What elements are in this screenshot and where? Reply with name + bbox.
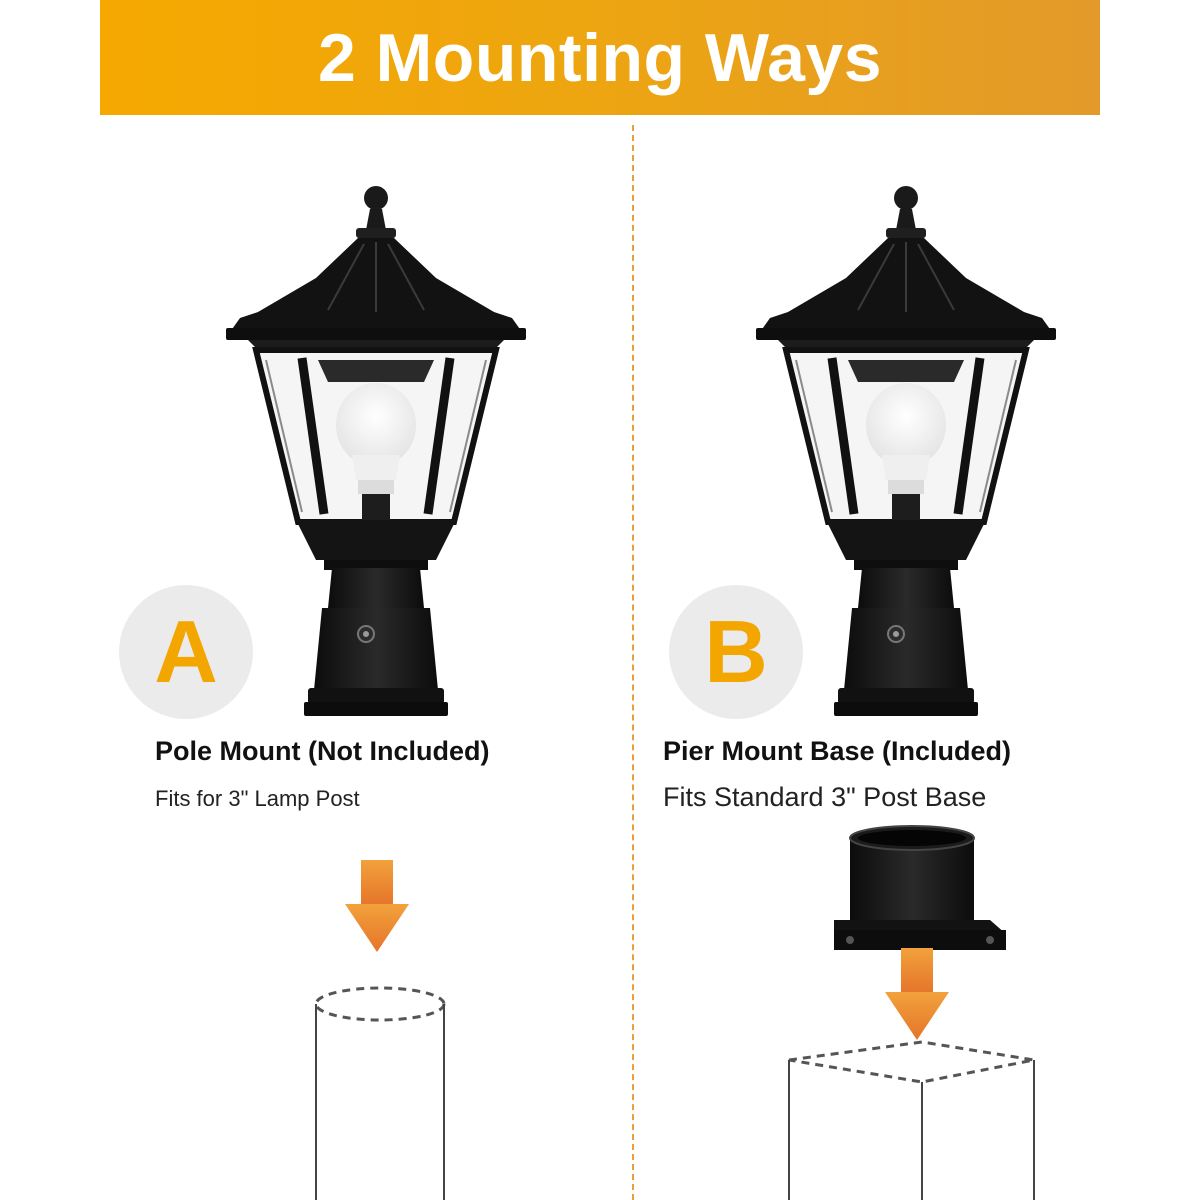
badge-b-letter: B [704, 602, 768, 701]
pier-post [788, 1040, 1035, 1200]
badge-a: A [119, 585, 253, 719]
title-banner: 2 Mounting Ways [100, 0, 1100, 115]
center-divider [632, 125, 634, 1200]
pier-mount-title: Pier Mount Base (Included) [663, 736, 1012, 766]
banner-title: 2 Mounting Ways [317, 19, 883, 96]
pier-mount-base [834, 825, 1006, 950]
badge-a-letter: A [154, 602, 218, 701]
pole-mount-subtitle: Fits for 3" Lamp Post [155, 786, 360, 811]
lamp-post-light-a [226, 186, 526, 716]
lamp-post-cylinder [314, 986, 446, 1200]
badge-b: B [669, 585, 803, 719]
pole-mount-title: Pole Mount (Not Included) [155, 736, 490, 766]
pier-mount-subtitle: Fits Standard 3" Post Base [663, 782, 987, 812]
down-arrow-icon-a [345, 860, 409, 952]
down-arrow-icon-b [885, 948, 949, 1040]
